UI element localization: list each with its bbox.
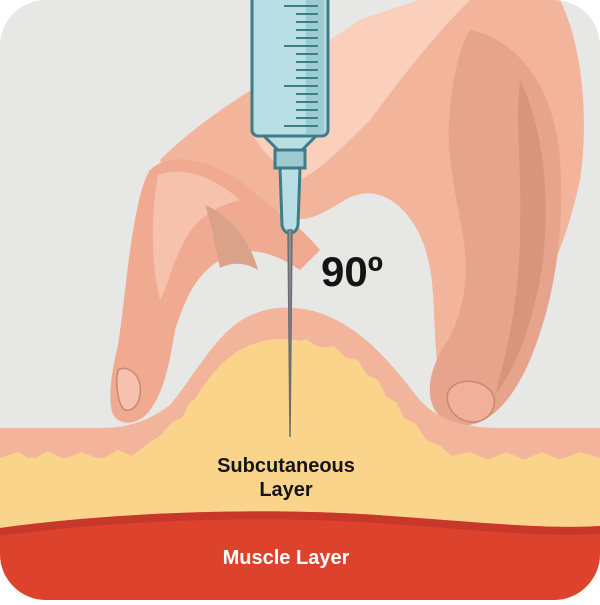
fat-edge-texture	[0, 339, 600, 470]
thumb-shadow	[495, 80, 546, 395]
subcutaneous-label-line2: Layer	[259, 479, 313, 501]
syringe-graduations	[284, 5, 318, 127]
needle-cover	[278, 166, 302, 235]
syringe-hub	[273, 148, 307, 170]
subcutaneous-label-line1: Subcutaneous	[217, 455, 355, 477]
muscle-layer	[0, 511, 600, 600]
muscle-label: Muscle Layer	[223, 547, 350, 569]
syringe-needle	[287, 229, 293, 438]
index-fingernail	[116, 367, 142, 411]
finger-shadow	[205, 205, 258, 270]
thumbnail	[446, 380, 496, 423]
syringe-icon	[250, 0, 330, 438]
muscle-top-edge	[0, 511, 600, 536]
finger-highlight	[152, 171, 240, 300]
pinching-hand	[110, 0, 584, 426]
syringe-barrel-shade	[306, 0, 324, 134]
angle-label: 90º	[321, 248, 383, 295]
